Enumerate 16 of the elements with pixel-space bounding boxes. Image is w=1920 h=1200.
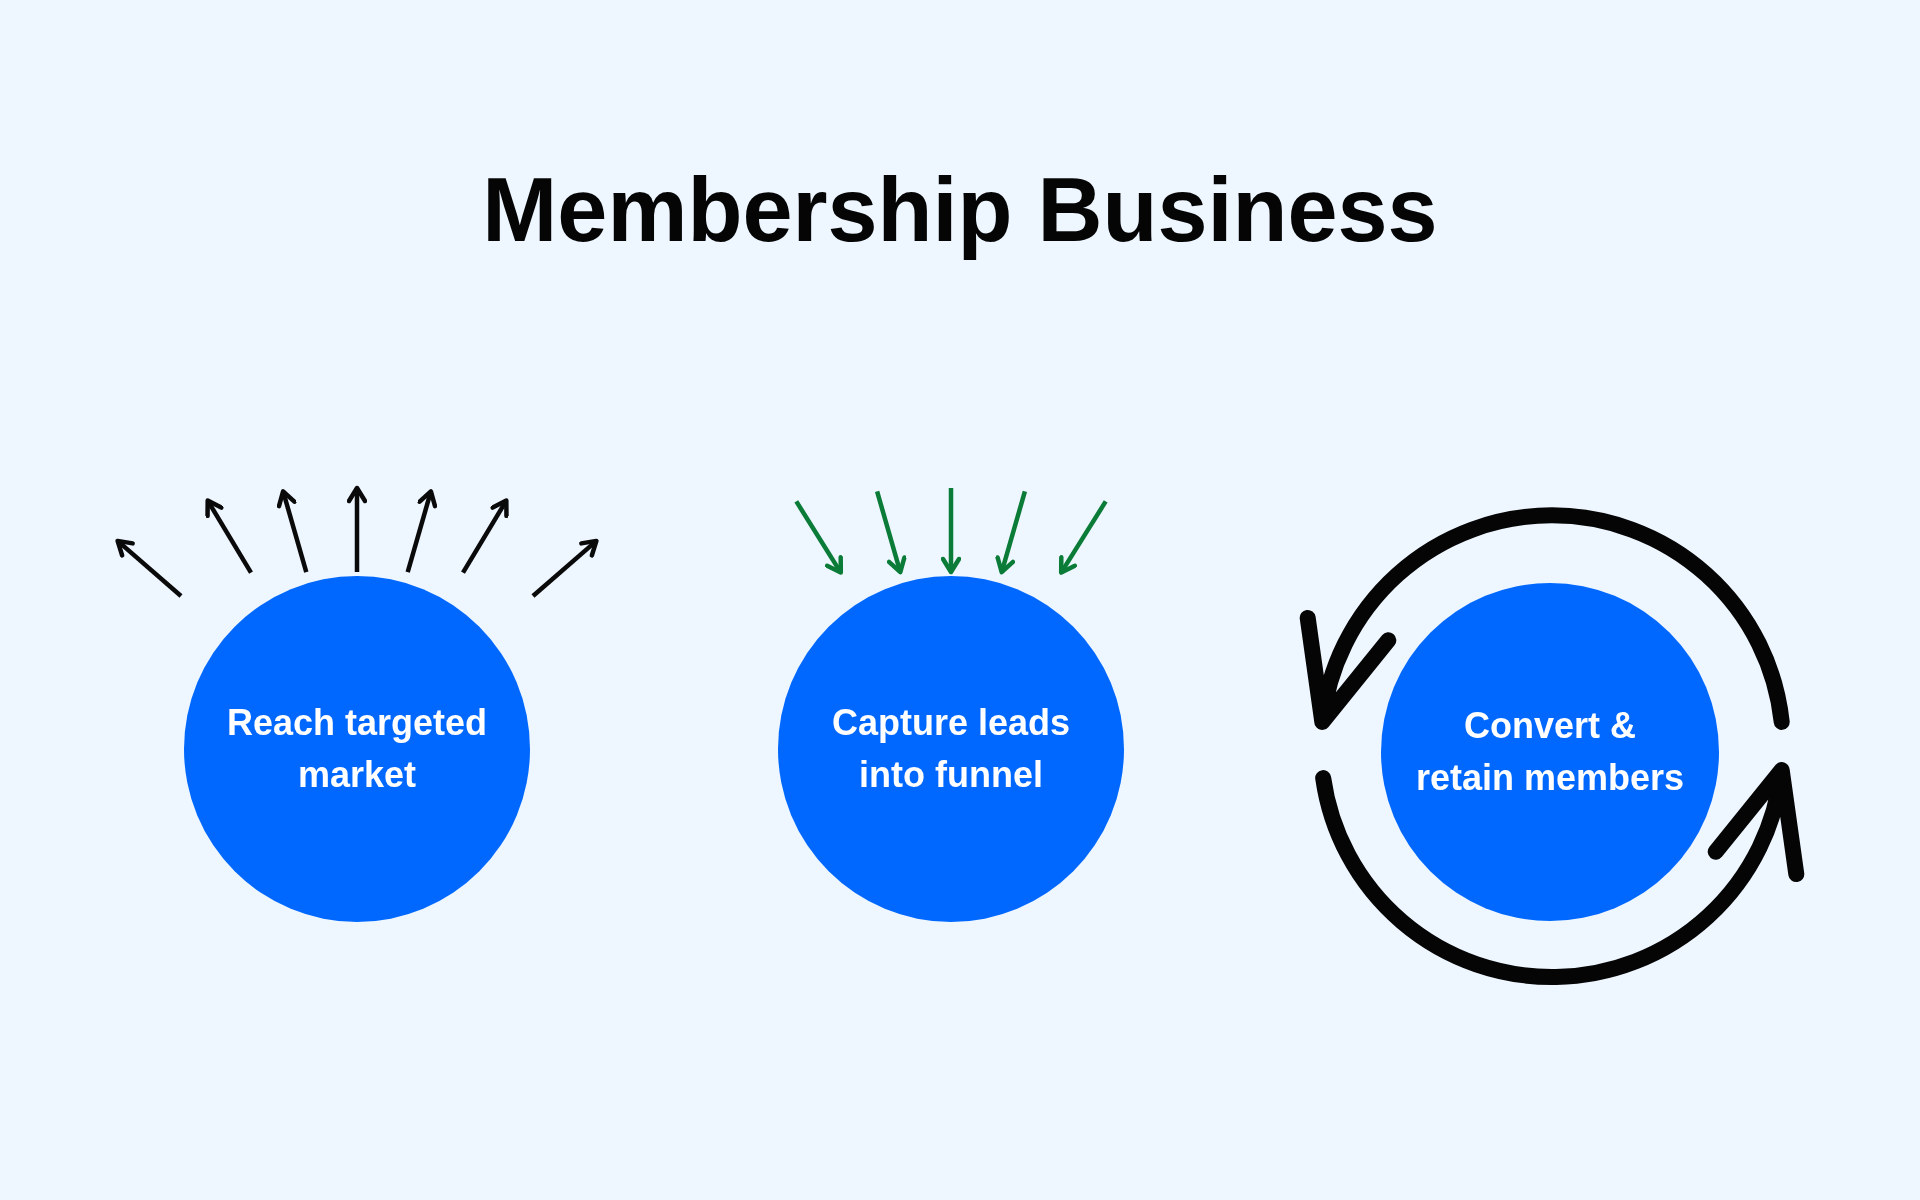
arrow bbox=[874, 490, 907, 575]
arrow bbox=[276, 489, 309, 573]
step-label: Capture leads into funnel bbox=[831, 700, 1071, 797]
arrow bbox=[405, 489, 438, 573]
arrow bbox=[531, 538, 599, 598]
step-label: Convert & retain members bbox=[1415, 703, 1685, 800]
arrow bbox=[940, 488, 962, 575]
arrow bbox=[461, 498, 509, 574]
arrow bbox=[346, 485, 368, 572]
arrow bbox=[1058, 500, 1108, 575]
arrow bbox=[794, 500, 844, 575]
arrow bbox=[115, 538, 183, 598]
step-label: Reach targeted market bbox=[226, 700, 488, 797]
title: Membership Business bbox=[482, 159, 1438, 262]
arrow bbox=[995, 490, 1028, 575]
arrow bbox=[205, 498, 253, 574]
